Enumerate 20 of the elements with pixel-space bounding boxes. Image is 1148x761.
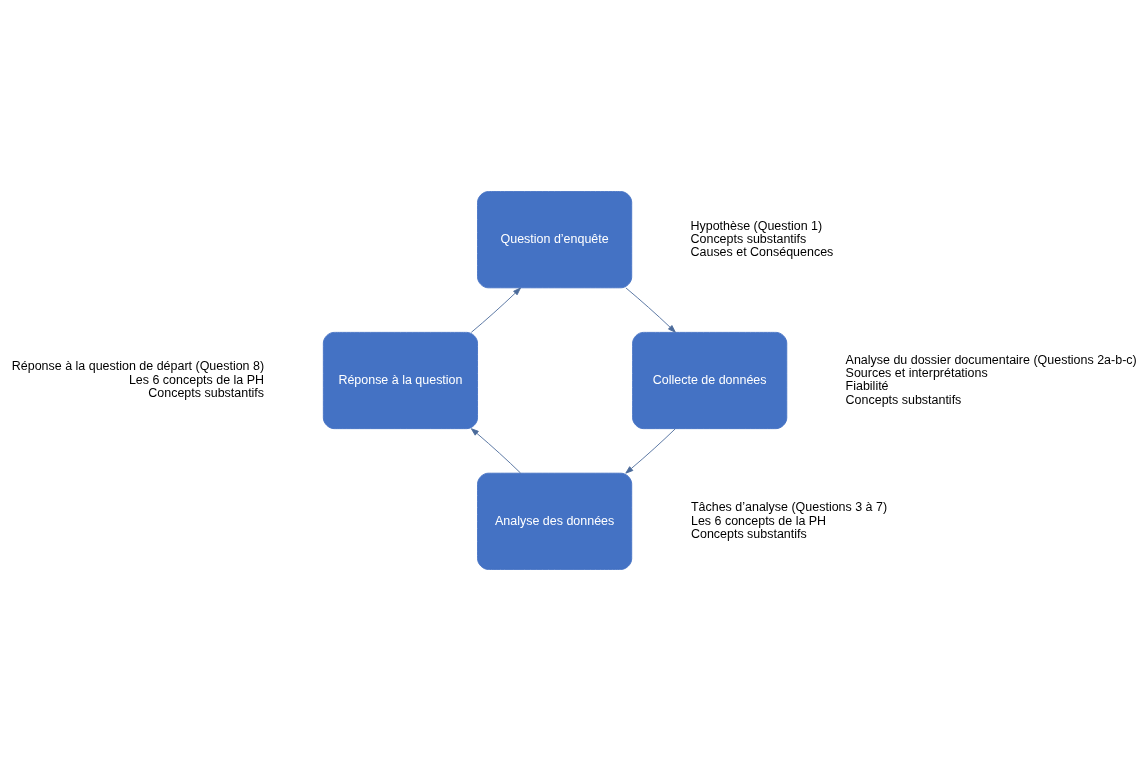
node-box: Question d’enquête xyxy=(477,191,633,289)
node-box: Analyse des données xyxy=(477,472,633,570)
node-label: Concepts substantifs xyxy=(690,526,807,541)
node-box: Réponse à la question xyxy=(322,331,478,430)
node-label: Analyse du dossier documentaire (Questions 2a-b-c) xyxy=(845,352,1137,367)
node-label: Sources et interprétations xyxy=(845,366,988,381)
node-label: Causes et Conséquences xyxy=(690,245,834,260)
arrow xyxy=(625,287,676,333)
arrow xyxy=(470,428,521,474)
node-label: Les 6 concepts de la PH xyxy=(128,372,265,387)
node-label: Tâches d’analyse (Questions 3 à 7) xyxy=(690,500,888,515)
node-label: Hypothèse (Question 1) xyxy=(690,218,823,233)
node-label: Concepts substantifs xyxy=(148,386,265,401)
arrow xyxy=(470,287,521,333)
arrow xyxy=(625,428,676,474)
node-label: Concepts substantifs xyxy=(845,392,962,407)
node-label: Réponse à la question de départ (Question 8) xyxy=(11,359,265,374)
node-label: Fiabilité xyxy=(845,379,889,394)
node-box: Collecte de données xyxy=(632,331,788,430)
node-label: Les 6 concepts de la PH xyxy=(690,513,827,528)
